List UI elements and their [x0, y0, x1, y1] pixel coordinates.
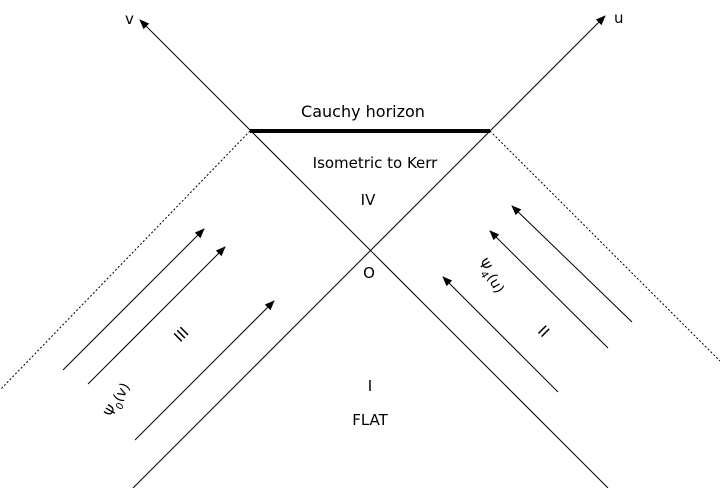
u-axis-label: u: [614, 9, 624, 27]
psi0-arrow-3: [134, 300, 275, 441]
psi0-subscript: 0: [114, 401, 127, 412]
region-iii-label: III: [170, 323, 192, 345]
psi4-arrow-3: [442, 276, 559, 393]
psi4-label: Ψ4(u): [472, 256, 507, 298]
region-iv-note: Isometric to Kerr: [313, 154, 439, 172]
region-ii-label: II: [534, 322, 553, 341]
left-dotted-boundary: [0, 130, 251, 391]
u-axis: [132, 15, 606, 488]
psi4-arrow-2: [489, 230, 609, 349]
psi0-argument: (v): [110, 380, 133, 405]
cauchy-horizon-label: Cauchy horizon: [301, 102, 425, 121]
region-i-note: FLAT: [352, 411, 388, 429]
region-i-label: I: [368, 377, 372, 395]
right-dotted-boundary: [489, 130, 720, 362]
psi4-arrow-1: [511, 205, 633, 323]
v-axis: [139, 19, 609, 488]
psi0-arrow-1: [62, 228, 205, 371]
v-axis-label: v: [125, 10, 134, 28]
psi0-arrow-2: [87, 246, 226, 385]
region-iv-label: IV: [361, 191, 376, 209]
origin-label: O: [363, 264, 375, 282]
psi0-label: Ψ0(v): [102, 380, 137, 421]
psi4-subscript: 4: [477, 270, 490, 281]
